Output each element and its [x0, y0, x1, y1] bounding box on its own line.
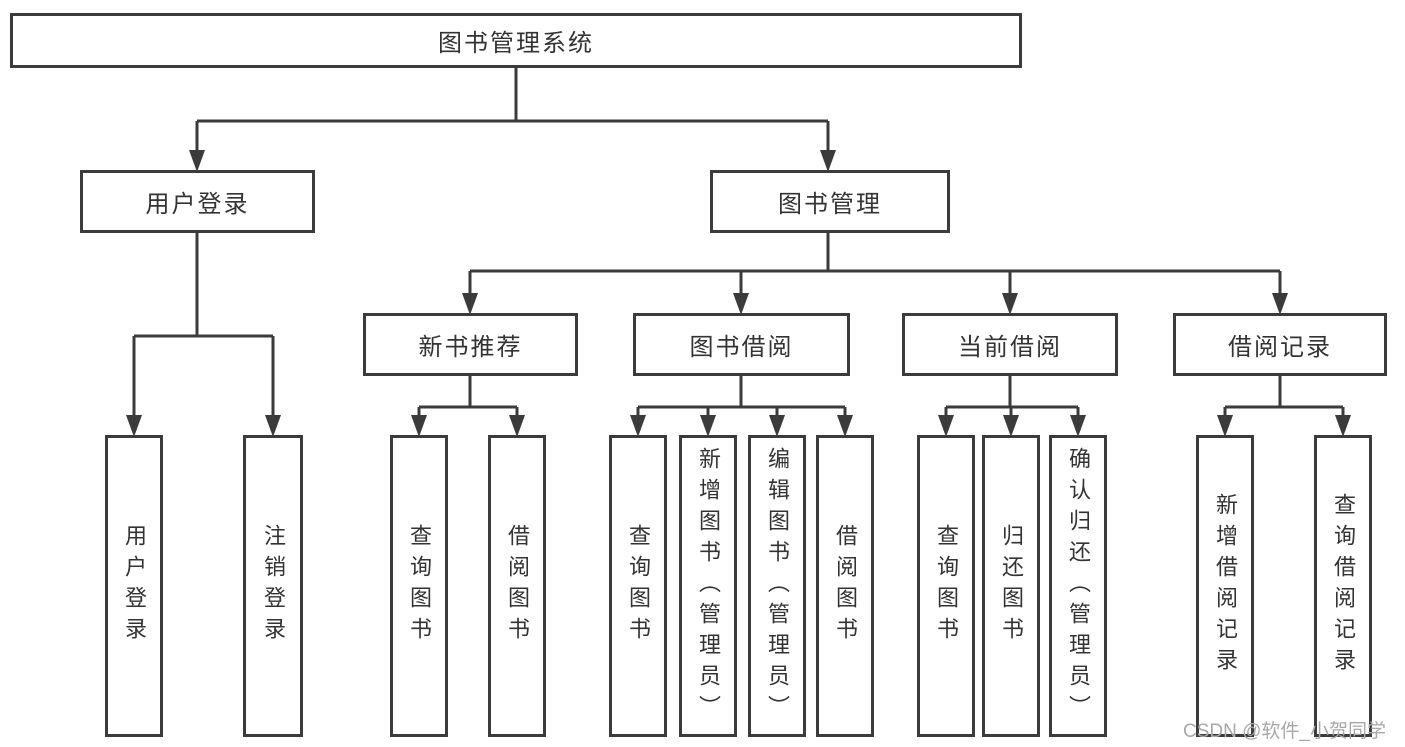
csdn-watermark: CSDN @软件_小贺同学 [1183, 721, 1386, 742]
leaf-borrow-books: 借阅图书 [816, 435, 874, 737]
leaf-current-query-books: 查询图书 [917, 435, 975, 737]
node-borrowing-records: 借阅记录 [1173, 313, 1387, 376]
node-current-borrowing: 当前借阅 [902, 313, 1118, 376]
leaf-user-login: 用户登录 [105, 435, 163, 737]
leaf-recommend-query-books: 查询图书 [390, 435, 448, 737]
leaf-logout: 注销登录 [243, 435, 303, 737]
node-user-login: 用户登录 [80, 170, 315, 233]
node-new-book-recommendation: 新书推荐 [363, 313, 578, 376]
leaf-return-books: 归还图书 [982, 435, 1040, 737]
leaf-add-borrowing-record: 新增借阅记录 [1196, 435, 1254, 737]
leaf-recommend-borrow-books: 借阅图书 [488, 435, 546, 737]
node-book-borrowing: 图书借阅 [633, 313, 850, 376]
arrowheads [126, 150, 1351, 437]
leaf-add-books-admin: 新增图书（管理员） [679, 435, 737, 737]
leaf-edit-books-admin: 编辑图书（管理员） [748, 435, 806, 737]
connector-paths [132, 68, 1345, 417]
node-library-management-system: 图书管理系统 [10, 13, 1022, 68]
leaf-borrowing-query-books: 查询图书 [609, 435, 667, 737]
leaf-confirm-return-admin: 确认归还（管理员） [1049, 435, 1107, 737]
node-book-management: 图书管理 [710, 170, 950, 233]
leaf-query-borrowing-record: 查询借阅记录 [1314, 435, 1372, 737]
